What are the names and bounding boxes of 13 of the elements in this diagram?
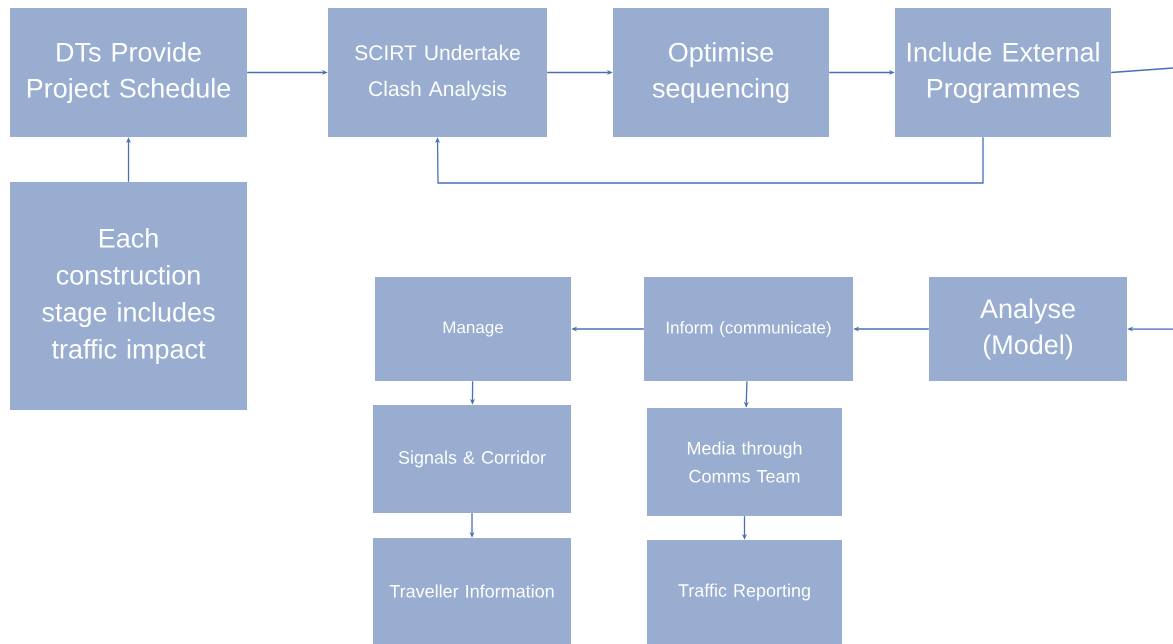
process-box: DTs Provide Project Schedule — [10, 8, 247, 137]
process-box: Signals & Corridor — [373, 405, 571, 513]
process-box: Traveller Information — [373, 538, 571, 644]
arrow — [435, 136, 984, 184]
process-box: Include External Programmes — [895, 8, 1111, 137]
process-box: Media through Comms Team — [647, 408, 842, 516]
process-box: Inform (communicate) — [644, 277, 853, 381]
process-box: Traffic Reporting — [647, 540, 842, 644]
process-box: Manage — [375, 277, 571, 381]
process-box: SCIRT Undertake Clash Analysis — [328, 8, 547, 137]
process-box: Analyse (Model) — [929, 277, 1127, 381]
process-box: Optimise sequencing — [613, 8, 829, 137]
process-box: Each construction stage includes traffic impact — [10, 182, 247, 410]
